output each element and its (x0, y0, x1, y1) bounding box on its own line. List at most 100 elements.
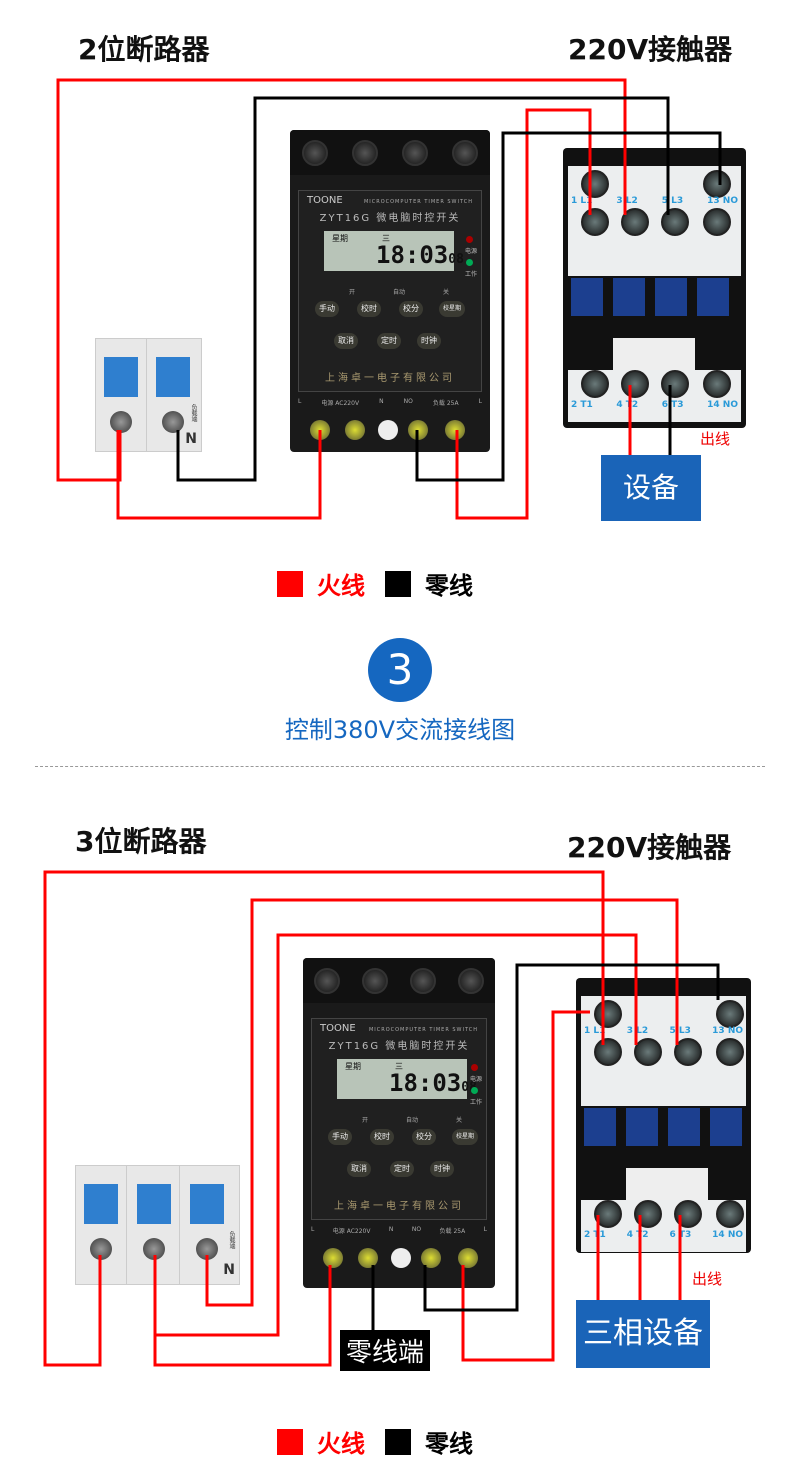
timer-brand: TOONE (307, 195, 343, 206)
terminal-label: 6 T3 (669, 1230, 692, 1240)
screw-icon (621, 370, 649, 398)
terminal-label: 4 T2 (626, 1230, 649, 1240)
terminal-label: 3 L2 (616, 196, 638, 206)
load-end-label: 负载端 (190, 404, 197, 422)
mount-hole (378, 420, 398, 440)
mode-off: 关 (442, 289, 449, 296)
power-led-icon (471, 1064, 478, 1071)
terminal-label: 6 T3 (661, 400, 684, 410)
timer-model: ZYT16G 微电脑时控开关 (319, 213, 461, 224)
work-led-icon (471, 1087, 478, 1094)
time-display: 18:0308 (376, 241, 464, 269)
timer-subtitle: MICROCOMPUTER TIMER SWITCH (368, 1027, 478, 1033)
live-swatch (277, 1428, 303, 1455)
neutral-swatch (385, 570, 411, 597)
blue-block (697, 278, 729, 316)
timer-model: ZYT16G 微电脑时控开关 (328, 1041, 470, 1052)
week-label: 星期 (345, 1062, 361, 1071)
live-label: 火线 (317, 1430, 365, 1458)
screw-icon (621, 208, 649, 236)
clock-button[interactable]: 时钟 (430, 1161, 454, 1177)
screw-icon (594, 1000, 622, 1028)
blue-block (655, 278, 687, 316)
screw-icon (716, 1038, 744, 1066)
screw-icon (716, 1200, 744, 1228)
manual-button[interactable]: 手动 (328, 1129, 352, 1145)
terminal-screw (445, 420, 465, 440)
contactor-bottom-labels: 2 T1 4 T2 6 T3 14 NO (584, 1230, 743, 1240)
breaker-3-pole: 负载端 N (75, 1165, 240, 1285)
output-label-2: 出线 (692, 1270, 723, 1288)
timer-top-terminals (290, 130, 490, 175)
screw-icon (581, 208, 609, 236)
contactor-title-1: 220V接触器 (568, 33, 733, 66)
timer-brand: TOONE (320, 1023, 356, 1034)
set-minute-button[interactable]: 校分 (399, 301, 423, 317)
screw-icon (716, 1000, 744, 1028)
mode-auto: 自动 (405, 1117, 418, 1124)
terminal-label: 14 NO (712, 1230, 743, 1240)
blue-block (668, 1108, 700, 1146)
power-led-label: 电源 (469, 1076, 482, 1083)
neutral-label: N (185, 431, 197, 447)
step-caption: 控制380V交流接线图 (284, 716, 516, 744)
cancel-button[interactable]: 取消 (334, 333, 358, 349)
lcd-display: 星期 三 18:0308 (337, 1059, 477, 1099)
screw-icon (661, 208, 689, 236)
timer-top-terminals (303, 958, 495, 1003)
legend-1: 火线 零线 (277, 566, 473, 601)
set-hour-button[interactable]: 校时 (357, 301, 381, 317)
timer-company: 上海卓一电子有限公司 (334, 1201, 464, 1212)
neutral-label: N (223, 1262, 235, 1278)
terminal-screw (323, 1248, 343, 1268)
timer-switch-2: TOONE MICROCOMPUTER TIMER SWITCH ZYT16G … (303, 958, 495, 1288)
terminal-screw (421, 1248, 441, 1268)
mode-auto: 自动 (392, 289, 405, 296)
terminal-screw (408, 420, 428, 440)
timer-face: TOONE MICROCOMPUTER TIMER SWITCH ZYT16G … (311, 1018, 487, 1220)
contactor-plate (626, 1168, 708, 1202)
week-label: 星期 (332, 234, 348, 243)
screw-icon (703, 208, 731, 236)
section-divider (35, 766, 765, 767)
breaker-title-1: 2位断路器 (78, 33, 210, 66)
time-display: 18:0308 (389, 1069, 477, 1097)
terminal-label: 2 T1 (584, 1230, 606, 1240)
terminal-label: 电源 AC220V (321, 400, 360, 407)
terminal-label: L (311, 1226, 315, 1233)
terminal-label: 3 L2 (626, 1026, 649, 1036)
blue-block (571, 278, 603, 316)
live-swatch (277, 570, 303, 597)
mount-hole (391, 1248, 411, 1268)
set-minute-button[interactable]: 校分 (412, 1129, 436, 1145)
set-week-button[interactable]: 校星期 (439, 301, 466, 317)
screw-icon (634, 1200, 662, 1228)
terminal-screw (310, 420, 330, 440)
set-week-button[interactable]: 校星期 (452, 1129, 479, 1145)
timing-button[interactable]: 定时 (377, 333, 401, 349)
screw-icon (674, 1200, 702, 1228)
mode-on: 开 (362, 1117, 369, 1124)
terminal-label: 负载 25A (432, 400, 459, 407)
mode-on: 开 (349, 289, 356, 296)
time-value: 18:03 (376, 241, 449, 269)
blue-block (584, 1108, 616, 1146)
terminal-label: NO (403, 398, 413, 405)
contactor-plate (613, 338, 695, 372)
terminal-label: 13 NO (707, 196, 738, 206)
cancel-button[interactable]: 取消 (347, 1161, 371, 1177)
terminal-screw (458, 1248, 478, 1268)
output-label-1: 出线 (700, 430, 731, 448)
terminal-screw (345, 420, 365, 440)
set-hour-button[interactable]: 校时 (370, 1129, 394, 1145)
blue-block (626, 1108, 658, 1146)
timing-button[interactable]: 定时 (390, 1161, 414, 1177)
manual-button[interactable]: 手动 (315, 301, 339, 317)
timer-switch-1: TOONE MICROCOMPUTER TIMER SWITCH ZYT16G … (290, 130, 490, 452)
clock-button[interactable]: 时钟 (417, 333, 441, 349)
terminal-label: 5 L3 (669, 1026, 691, 1036)
mode-labels: 开自动关 (362, 1115, 462, 1124)
